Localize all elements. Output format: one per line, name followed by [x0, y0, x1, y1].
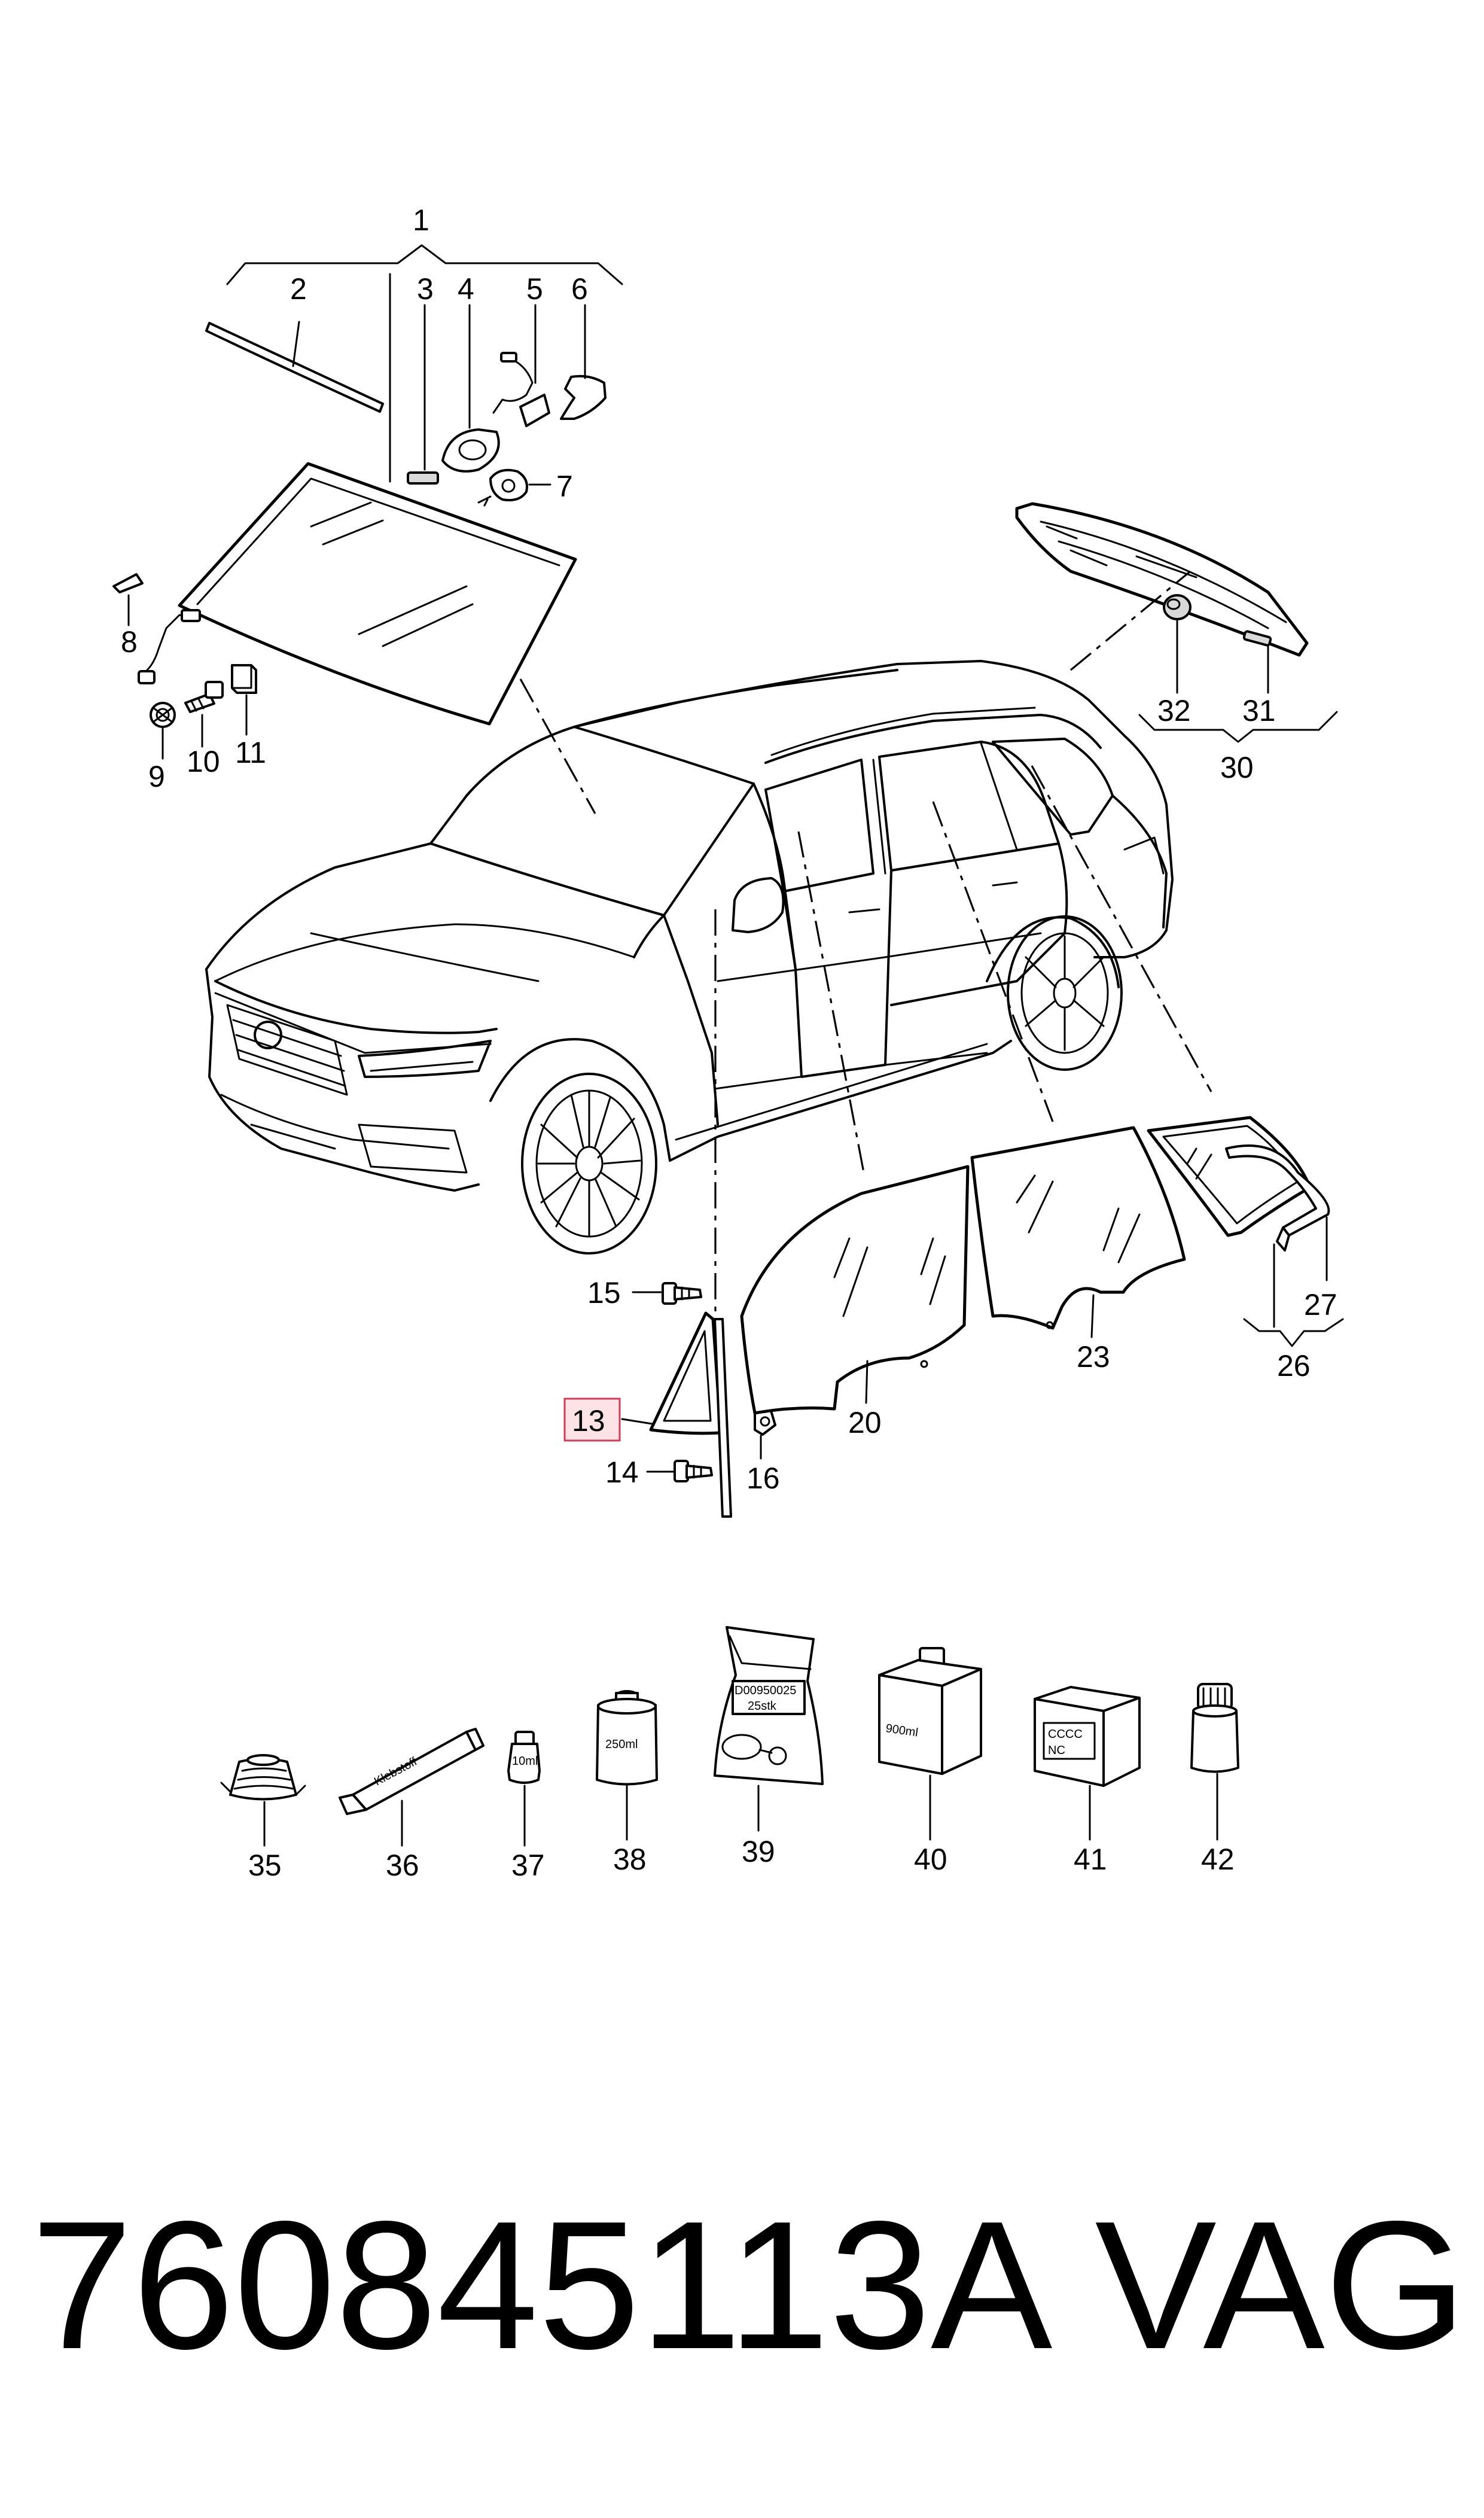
- label-30: 30: [1220, 751, 1254, 784]
- label-4: 4: [458, 272, 474, 306]
- pad-3: [407, 471, 439, 485]
- label-14: 14: [605, 1456, 639, 1489]
- label-11: 11: [235, 736, 266, 769]
- rear-window-group: 32 31 30: [1015, 502, 1338, 784]
- bag-39: D00950025 25stk: [714, 1626, 824, 1785]
- clip-8: [112, 573, 144, 593]
- side-glass-parts: 13 15 14 16 20: [563, 1116, 1344, 1518]
- bottle-text: 10ml: [512, 1755, 538, 1768]
- label-6: 6: [571, 272, 588, 306]
- roll-35: [220, 1754, 306, 1801]
- label-9: 9: [148, 760, 165, 793]
- bag-pieces: 25stk: [748, 1700, 777, 1713]
- cable-harness: [146, 614, 199, 671]
- wire-5: [492, 357, 534, 414]
- vehicle-body: [205, 660, 1174, 1255]
- label-26: 26: [1277, 1349, 1311, 1383]
- screw-14: [674, 1460, 713, 1482]
- bag-code: D00950025: [735, 1684, 796, 1697]
- bolt-10: [184, 681, 224, 713]
- pad-31: [1242, 630, 1272, 647]
- tube-36: Klebstoff: [339, 1728, 484, 1815]
- label-27: 27: [1304, 1288, 1337, 1322]
- box-41: CCCC NC: [1034, 1686, 1141, 1787]
- grommet-9: [150, 702, 176, 728]
- label-36: 36: [386, 1849, 419, 1882]
- label-37: 37: [511, 1849, 545, 1882]
- trim-strip-2: [205, 322, 384, 413]
- label-38: 38: [613, 1843, 647, 1876]
- label-1: 1: [413, 203, 429, 237]
- channel-strip: [714, 1318, 732, 1518]
- rear-door-glass-23: [970, 1126, 1186, 1330]
- label-3: 3: [417, 272, 434, 306]
- consumables: 35 Klebstoff 36 10ml 37 250ml 38: [220, 1626, 1239, 1882]
- bracket-1: [226, 244, 623, 285]
- label-35: 35: [248, 1849, 282, 1882]
- label-41: 41: [1074, 1843, 1107, 1876]
- label-5: 5: [526, 272, 543, 306]
- front-door-glass-20: [740, 1165, 970, 1415]
- bracket-26: [1243, 1318, 1344, 1347]
- label-13: 13: [572, 1404, 605, 1438]
- label-2: 2: [290, 272, 307, 306]
- label-16: 16: [746, 1462, 780, 1495]
- label-20: 20: [848, 1406, 882, 1439]
- label-31: 31: [1242, 694, 1276, 727]
- label-42: 42: [1201, 1843, 1235, 1876]
- windshield-glass: [178, 462, 577, 726]
- label-32: 32: [1157, 694, 1191, 727]
- label-8: 8: [121, 625, 138, 659]
- box-41-text-a: CCCC: [1048, 1728, 1083, 1741]
- label-40: 40: [914, 1843, 947, 1876]
- box-40: 900ml: [878, 1647, 982, 1775]
- label-39: 39: [742, 1835, 775, 1868]
- screw-15: [662, 1282, 702, 1305]
- box-41-text-b: NC: [1048, 1744, 1065, 1757]
- cover-6: [560, 374, 607, 420]
- button-32: [1163, 594, 1192, 620]
- block-11: [231, 664, 257, 694]
- sensor-4: [441, 428, 500, 473]
- part-number: 760845113A: [31, 2183, 1053, 2387]
- camera-7: [489, 468, 528, 502]
- quarter-window-26: [1147, 1116, 1312, 1237]
- windshield-group: 1 2 3 4 5 6 7 8: [112, 203, 623, 793]
- label-15: 15: [587, 1276, 621, 1310]
- highlight-13: [563, 1397, 621, 1442]
- can-38: 250ml: [596, 1690, 658, 1786]
- brand: VAG: [1095, 2183, 1467, 2387]
- jar-42: [1190, 1683, 1239, 1773]
- bracket-30: [1138, 711, 1338, 743]
- label-7: 7: [556, 470, 573, 503]
- label-23: 23: [1077, 1340, 1110, 1374]
- can-text: 250ml: [605, 1738, 638, 1751]
- part-number-caption: 760845113A VAG: [31, 2183, 1467, 2387]
- bottle-37: 10ml: [507, 1731, 541, 1784]
- leader-lines: [519, 570, 1212, 1316]
- label-10: 10: [187, 745, 220, 778]
